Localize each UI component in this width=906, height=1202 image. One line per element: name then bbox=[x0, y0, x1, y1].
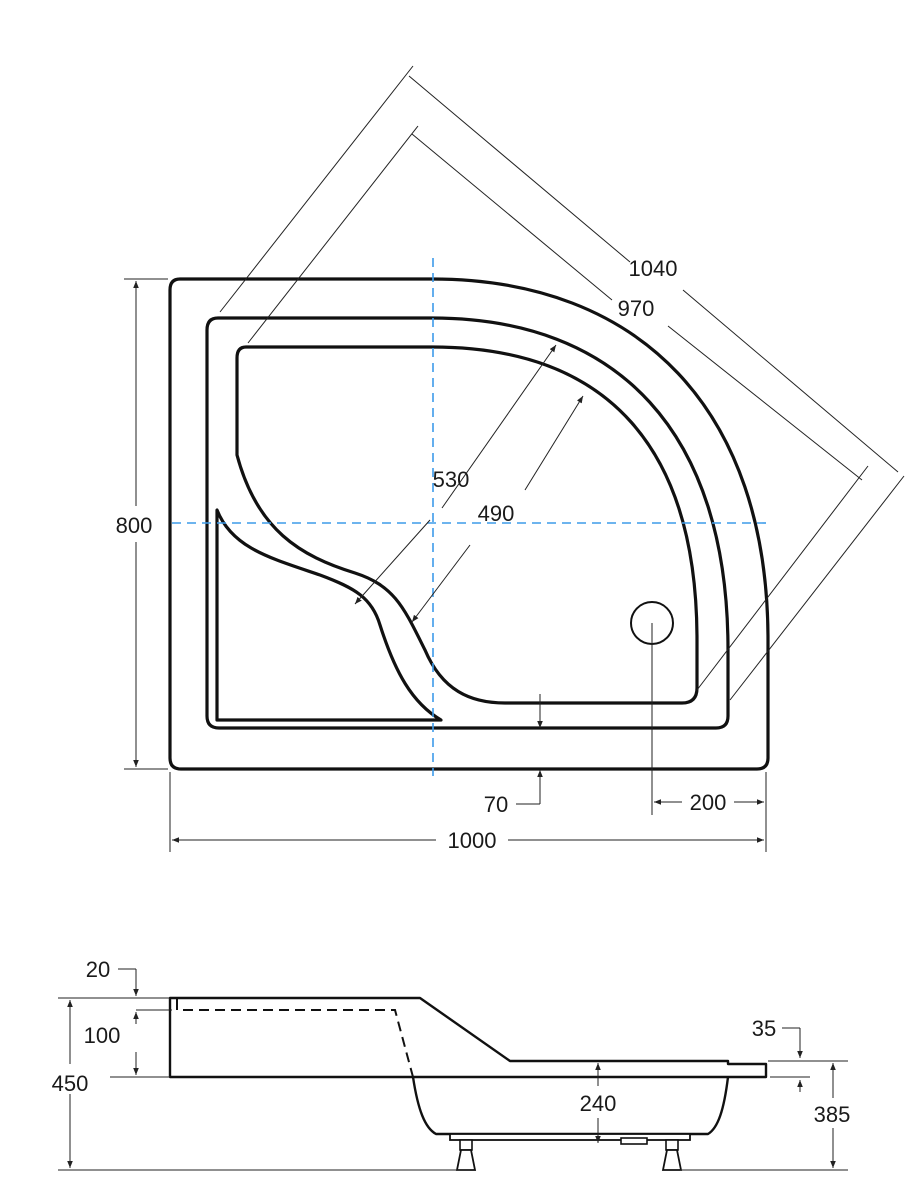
dim-100-group: 100 bbox=[84, 1009, 172, 1075]
dim-530-group: 530 bbox=[354, 344, 557, 605]
dim-490-group: 490 bbox=[411, 395, 584, 623]
plan-view: 1040 970 530 490 800 bbox=[116, 65, 905, 853]
side-hidden-seat-line bbox=[183, 1009, 414, 1078]
dim-385-group: 385 bbox=[680, 1063, 851, 1171]
tray-outer-outline bbox=[168, 277, 770, 771]
side-basin bbox=[411, 1076, 730, 1136]
dim-width-label: 1000 bbox=[448, 828, 497, 853]
dim-240-group: 240 bbox=[580, 1063, 617, 1143]
side-tray-body bbox=[168, 996, 768, 1079]
dim-450-group: 450 bbox=[52, 1000, 89, 1168]
basin-floor-outline bbox=[235, 345, 699, 705]
dim-1000-group: 1000 bbox=[169, 772, 767, 853]
dim-seat-drop-label: 100 bbox=[84, 1023, 121, 1048]
dim-35-group: 35 bbox=[752, 1016, 848, 1092]
dim-diag-outer-label: 1040 bbox=[629, 256, 678, 281]
dim-1040-group: 1040 bbox=[219, 65, 905, 701]
tray-rim-outline bbox=[205, 316, 730, 730]
dim-diag-530-label: 530 bbox=[433, 467, 470, 492]
side-foot-right bbox=[661, 1139, 683, 1171]
dim-diag-490-label: 490 bbox=[478, 501, 515, 526]
seat-outline bbox=[215, 508, 443, 722]
dim-rim-label: 70 bbox=[484, 792, 508, 817]
dim-top-rim-label: 20 bbox=[86, 957, 110, 982]
side-view: 20 100 450 35 385 bbox=[52, 957, 851, 1171]
dim-right-height-label: 385 bbox=[814, 1102, 851, 1127]
side-foot-left bbox=[455, 1139, 477, 1171]
dim-diag-inner-label: 970 bbox=[618, 296, 655, 321]
dim-70-group: 70 bbox=[484, 694, 543, 817]
dim-20-group: 20 bbox=[86, 957, 139, 996]
dim-tray-depth-label: 240 bbox=[580, 1091, 617, 1116]
dim-total-height-label: 450 bbox=[52, 1071, 89, 1096]
side-drain-trap bbox=[620, 1137, 648, 1145]
dim-front-rim-label: 35 bbox=[752, 1016, 776, 1041]
dim-drain-offset-label: 200 bbox=[690, 790, 727, 815]
dim-800-group: 800 bbox=[116, 278, 168, 770]
dim-970-group: 970 bbox=[247, 125, 869, 691]
side-support-bar bbox=[449, 1133, 691, 1141]
dim-200-group: 200 bbox=[654, 790, 764, 815]
dim-depth-label: 800 bbox=[116, 513, 153, 538]
